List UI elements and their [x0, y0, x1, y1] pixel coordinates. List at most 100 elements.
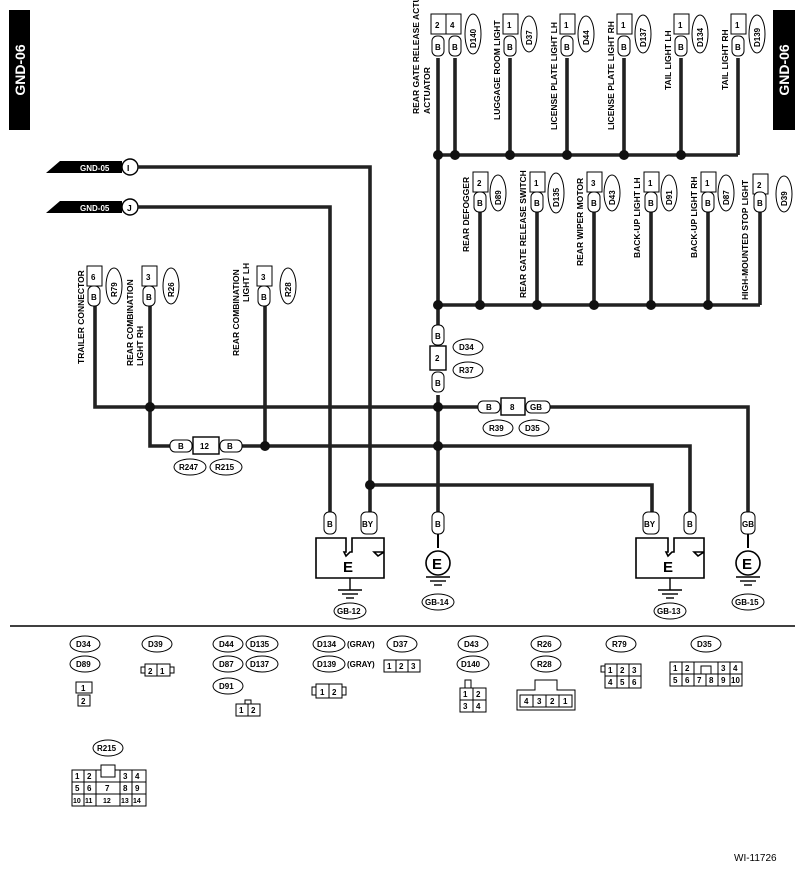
- wire-color: B: [507, 43, 513, 52]
- pin: 2: [685, 664, 690, 673]
- pin: 2: [550, 697, 555, 706]
- conn-name: HIGH-MOUNTED STOP LIGHT: [740, 179, 750, 300]
- ground-id: GB-15: [735, 598, 759, 607]
- conn-name: BACK-UP LIGHT LH: [632, 177, 642, 258]
- pin: 8: [709, 676, 714, 685]
- conn-id: R37: [459, 366, 474, 375]
- left-gnd-tab: GND-06: [9, 10, 30, 130]
- mid-conn-high-mounted-stop-light[interactable]: HIGH-MOUNTED STOP LIGHT 2 B D39: [740, 173, 793, 300]
- legend-id: D137: [250, 660, 270, 669]
- pin: 1: [160, 667, 165, 676]
- mid-conn-rear-wiper-motor[interactable]: REAR WIPER MOTOR 3 B D43: [575, 171, 621, 266]
- conn-id: D139: [753, 27, 762, 47]
- ground-gb-15[interactable]: GB E GB-15: [731, 511, 765, 611]
- mid-conn-back-up-light-rh[interactable]: BACK-UP LIGHT RH 1 B D87: [689, 171, 735, 258]
- wire-color: B: [687, 520, 693, 529]
- svg-text:(GRAY): (GRAY): [347, 660, 375, 669]
- ground-id: GB-12: [337, 607, 361, 616]
- top-conn-license-plate-rh[interactable]: LICENSE PLATE LIGHT RH 1 B D137: [606, 13, 652, 130]
- wire-color: B: [735, 43, 741, 52]
- ground-gb-12[interactable]: B BY E GB-12: [315, 511, 385, 620]
- legend-r79: R79 1 2 3 4 5 6: [600, 635, 642, 689]
- mid-conn-rear-defogger[interactable]: REAR DEFOGGER 2 B D89: [461, 171, 507, 252]
- top-conn-luggage-room-light[interactable]: LUGGAGE ROOM LIGHT 1 B D37: [492, 13, 538, 120]
- joint-r247-r215[interactable]: B 12 B R247 R215: [169, 436, 243, 476]
- legend-note: (GRAY): [347, 640, 375, 649]
- pin: 1: [648, 179, 653, 188]
- wire-color: B: [621, 43, 627, 52]
- left-conn-trailer-connector[interactable]: TRAILER CONNECTOR 6 B R79: [76, 265, 123, 364]
- pin: 10: [731, 676, 740, 685]
- pin: 1: [387, 662, 392, 671]
- pin: 1: [239, 706, 244, 715]
- from-ref-gnd05-i[interactable]: GND-05 I: [46, 158, 139, 176]
- ground-id: GB-14: [425, 598, 449, 607]
- pin: 3: [632, 666, 637, 675]
- pin: 10: [73, 798, 81, 805]
- wire-color: B: [146, 293, 152, 302]
- ground-gb-14[interactable]: B E GB-14: [421, 511, 455, 611]
- conn-name: REAR GATE RELEASE SWITCH: [518, 170, 528, 298]
- conn-name: BACK-UP LIGHT RH: [689, 176, 699, 258]
- left-conn-rear-combination-lh[interactable]: REAR COMBINATION LIGHT LH 3 B R28: [231, 263, 297, 356]
- from-ref-gnd05-j[interactable]: GND-05 J: [46, 198, 139, 216]
- svg-text:REAR COMBINATION: REAR COMBINATION: [125, 279, 135, 366]
- pin: 4: [450, 21, 455, 30]
- legend-r26-r28: R26 R28 4 3 2 1: [516, 635, 576, 711]
- pin: 3: [463, 702, 468, 711]
- legend-id: D35: [697, 640, 712, 649]
- pin: 9: [721, 676, 726, 685]
- pin: 1: [678, 21, 683, 30]
- mid-conn-rear-gate-release-switch[interactable]: REAR GATE RELEASE SWITCH 1 B D135: [518, 170, 565, 298]
- pin: 2: [757, 181, 762, 190]
- ground-gb-13[interactable]: BY B E GB-13: [635, 511, 705, 620]
- pin: 7: [697, 676, 702, 685]
- pin: 2: [148, 667, 153, 676]
- pin: 8: [510, 403, 515, 412]
- wire-color: B: [678, 43, 684, 52]
- wire-color: B: [757, 199, 763, 208]
- wire-color: B: [534, 199, 540, 208]
- top-conn-tail-light-rh[interactable]: TAIL LIGHT RH 1 B D139: [720, 13, 766, 90]
- svg-text:REAR COMBINATION: REAR COMBINATION: [231, 269, 241, 356]
- joint-r39-d35[interactable]: B 8 GB R39 D35: [477, 397, 551, 437]
- legend-id: D134: [317, 640, 337, 649]
- conn-name: TAIL LIGHT RH: [720, 29, 730, 90]
- pin: 1: [81, 684, 86, 693]
- pin: 13: [121, 798, 129, 805]
- wire-color: B: [91, 293, 97, 302]
- conn-id: D35: [525, 424, 540, 433]
- legend-id: D89: [76, 660, 91, 669]
- mid-conn-back-up-light-lh[interactable]: BACK-UP LIGHT LH 1 B D91: [632, 171, 678, 258]
- pin: 6: [632, 678, 637, 687]
- pin: 5: [620, 678, 625, 687]
- pin: 2: [435, 354, 440, 363]
- pin: 1: [507, 21, 512, 30]
- top-conn-rear-gate-actuator[interactable]: REAR GATE RELEASE ACTUATOR ACTUATOR 2 4 …: [411, 0, 482, 114]
- pin: 1: [75, 772, 80, 781]
- pin: 7: [105, 784, 110, 793]
- legend-d43-d140: D43 D140 1 2 3 4: [456, 635, 490, 713]
- conn-name: TRAILER CONNECTOR: [76, 270, 86, 364]
- ground-symbol: E: [343, 559, 353, 576]
- legend-d35: D35 1 2 3 4 5 6 7 8 9 10: [669, 635, 743, 687]
- joint-d34-r37[interactable]: B 2 B D34 R37: [429, 324, 484, 393]
- legend-id: D135: [250, 640, 270, 649]
- pin: 3: [146, 273, 151, 282]
- top-conn-tail-light-lh[interactable]: TAIL LIGHT LH 1 B D134: [663, 13, 709, 90]
- wire-color: GB: [530, 403, 542, 412]
- pin: 1: [534, 179, 539, 188]
- pin: 5: [673, 676, 678, 685]
- pin: 8: [123, 784, 128, 793]
- pin: 6: [91, 273, 96, 282]
- left-conn-rear-combination-rh[interactable]: REAR COMBINATION LIGHT RH 3 B R26: [125, 265, 180, 366]
- svg-text:LIGHT RH: LIGHT RH: [135, 326, 145, 366]
- conn-id: D39: [780, 191, 789, 206]
- wire-color: B: [564, 43, 570, 52]
- top-conn-license-plate-lh[interactable]: LICENSE PLATE LIGHT LH 1 B D44: [549, 13, 595, 130]
- legend-id: D39: [148, 640, 163, 649]
- legend-id: R215: [97, 744, 117, 753]
- svg-text:ACTUATOR: ACTUATOR: [422, 67, 432, 114]
- pin: 3: [537, 697, 542, 706]
- conn-id: D89: [494, 190, 503, 205]
